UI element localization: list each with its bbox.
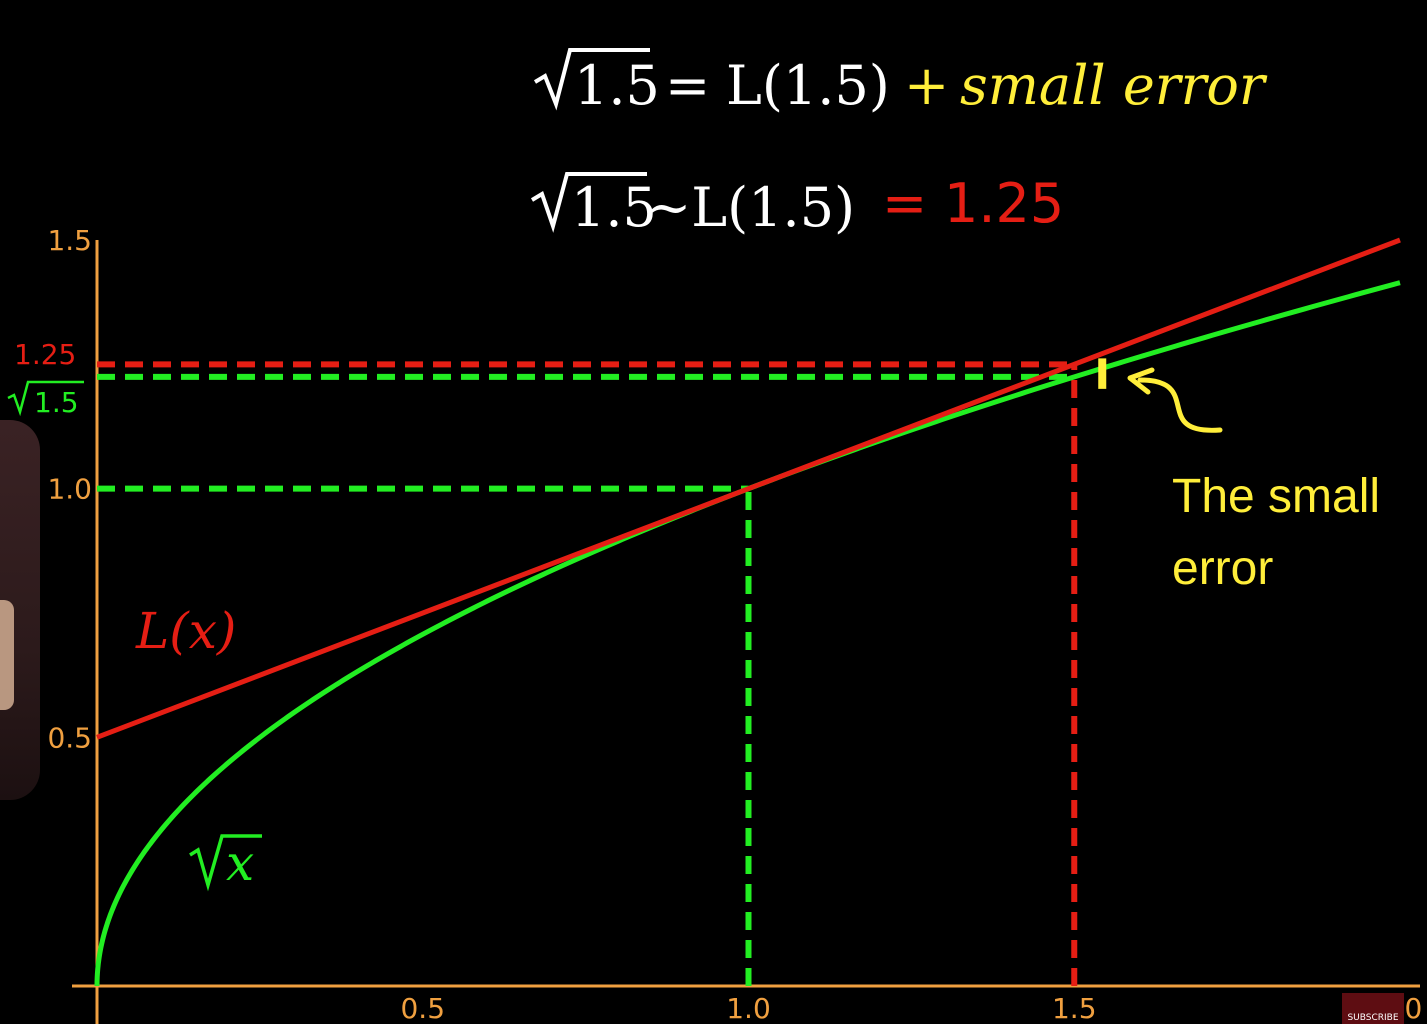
equation-line-1: 1.5 = L(1.5) + small error (533, 48, 1268, 117)
eq2-equals: = (882, 172, 927, 235)
equation-line-2: 1.5 ~L(1.5) = 1.25 (530, 172, 1064, 239)
subscribe-button[interactable]: SUBSCRIBE (1342, 993, 1404, 1024)
annotation-text-line1: The small (1172, 470, 1380, 523)
eq1-error-text: small error (960, 54, 1268, 117)
sqrt-symbol-line1 (533, 48, 650, 111)
series-layer (94, 237, 1401, 987)
y-label-tangent-value: 1.25 (14, 338, 76, 371)
eq2-approx: ~L(1.5) (646, 176, 855, 239)
x-tick-label: 1.0 (726, 992, 771, 1024)
reference-lines (97, 361, 1078, 986)
axis-ticks: 0.51.01.52.00.51.01.5 (47, 224, 1422, 1024)
eq1-radicand: 1.5 (574, 54, 660, 117)
y-label-sqrt-symbol (7, 380, 84, 417)
x-tick-label: 0.5 (400, 992, 445, 1024)
y-tick-label: 0.5 (47, 721, 92, 754)
eq2-radicand: 1.5 (571, 176, 657, 239)
y-tick-label: 1.0 (47, 473, 92, 506)
x-tick-label: 1.5 (1052, 992, 1097, 1024)
tangent-line-label: L(x) (135, 602, 236, 660)
eq1-equals: = (665, 54, 710, 117)
annotation-arrow (1137, 377, 1223, 433)
subscribe-label: SUBSCRIBE (1347, 1013, 1399, 1023)
annotation-arrow-head (1127, 367, 1155, 395)
sqrt-curve-label-symbol (189, 834, 262, 892)
annotation-text-line2: error (1172, 542, 1273, 595)
eq1-rhs: L(1.5) (726, 54, 890, 117)
sqrt-symbol-line2 (530, 172, 647, 233)
y-tick-label: 1.5 (47, 224, 92, 257)
sqrt-curve (94, 280, 1401, 987)
eq2-value: 1.25 (944, 172, 1064, 235)
presenter-hand (0, 600, 14, 710)
tangent-line (96, 237, 1401, 740)
eq1-plus: + (904, 54, 949, 117)
y-label-sqrt-radicand: 1.5 (34, 386, 79, 419)
sqrt-curve-label-x: x (226, 834, 254, 892)
